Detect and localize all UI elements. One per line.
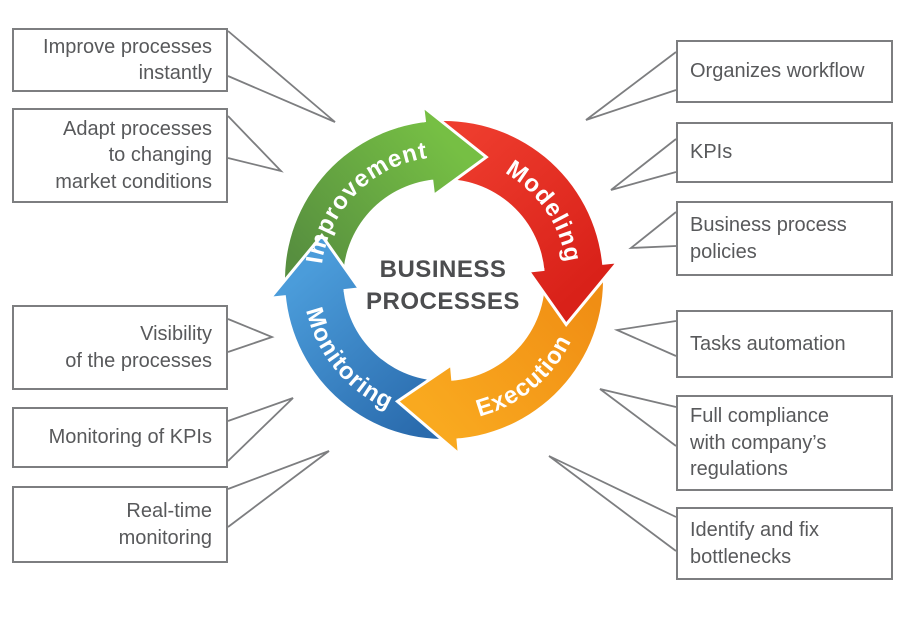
pointer-organizes-workflow (585, 51, 677, 121)
pointer-improve-processes (227, 30, 336, 123)
callout-text: Adapt processes to changing market condi… (55, 117, 212, 193)
segment-improvement-arrowhead (420, 102, 489, 199)
callout-identify-bottlenecks: Identify and fix bottlenecks (676, 507, 893, 580)
pointer-real-time (227, 450, 330, 528)
callout-text: Organizes workflow (690, 60, 865, 83)
callout-text: KPIs (690, 141, 733, 164)
callout-full-compliance: Full compliance with company’s regulatio… (676, 395, 893, 491)
segment-label-monitoring-text: Monitoring (300, 304, 397, 415)
callout-text: Improve processes instantly (43, 35, 212, 84)
callout-adapt-processes: Adapt processes to changing market condi… (12, 108, 228, 203)
callout-text: Full compliance with company’s regulatio… (690, 405, 829, 481)
segment-label-modeling: Modeling (501, 155, 586, 264)
process-cycle (266, 102, 622, 458)
segment-modeling-arrowhead (525, 259, 622, 327)
segment-execution-body (450, 264, 604, 439)
segment-execution-arrowhead (394, 362, 462, 458)
callout-text: Monitoring of KPIs (48, 426, 212, 449)
callout-text: Business process policies (690, 214, 847, 263)
segment-label-monitoring: Monitoring (300, 304, 398, 415)
pointer-identify-bottlenecks (548, 455, 677, 552)
callout-text: Visibility of the processes (65, 323, 212, 372)
callout-tasks-automation: Tasks automation (676, 310, 893, 378)
segment-label-execution-text: Execution (473, 330, 576, 422)
callout-business-process-policies: Business process policies (676, 201, 893, 276)
center-title-line2: PROCESSES (366, 288, 520, 315)
segment-label-modeling-text: Modeling (501, 155, 585, 264)
pointer-tasks-automation (613, 320, 677, 357)
callout-text: Tasks automation (690, 332, 846, 355)
segment-monitoring-body (285, 288, 457, 439)
callout-kpis: KPIs (676, 122, 893, 183)
callout-text: Identify and fix bottlenecks (690, 519, 819, 568)
pointer-visibility (227, 318, 275, 353)
segment-label-improvement: Improvement (301, 137, 429, 265)
pointer-full-compliance (599, 388, 677, 447)
pointer-kpis (610, 138, 677, 191)
callout-monitoring-of-kpis: Monitoring of KPIs (12, 407, 228, 468)
pointer-policies (628, 211, 677, 250)
segment-improvement-body (285, 121, 434, 293)
pointer-monitoring-kpis (227, 397, 294, 462)
callout-visibility-of-processes: Visibility of the processes (12, 305, 228, 390)
callout-real-time-monitoring: Real-time monitoring (12, 486, 228, 563)
pointer-adapt-processes (227, 115, 284, 173)
segment-label-improvement-text: Improvement (301, 137, 428, 265)
callout-improve-processes-instantly: Improve processes instantly (12, 28, 228, 92)
segment-monitoring-arrowhead (266, 233, 363, 301)
segment-modeling-body (426, 120, 603, 272)
callout-text: Real-time monitoring (118, 500, 212, 549)
callout-organizes-workflow: Organizes workflow (676, 40, 893, 103)
center-title-line1: BUSINESS (380, 256, 507, 283)
segment-label-execution: Execution (473, 330, 577, 422)
